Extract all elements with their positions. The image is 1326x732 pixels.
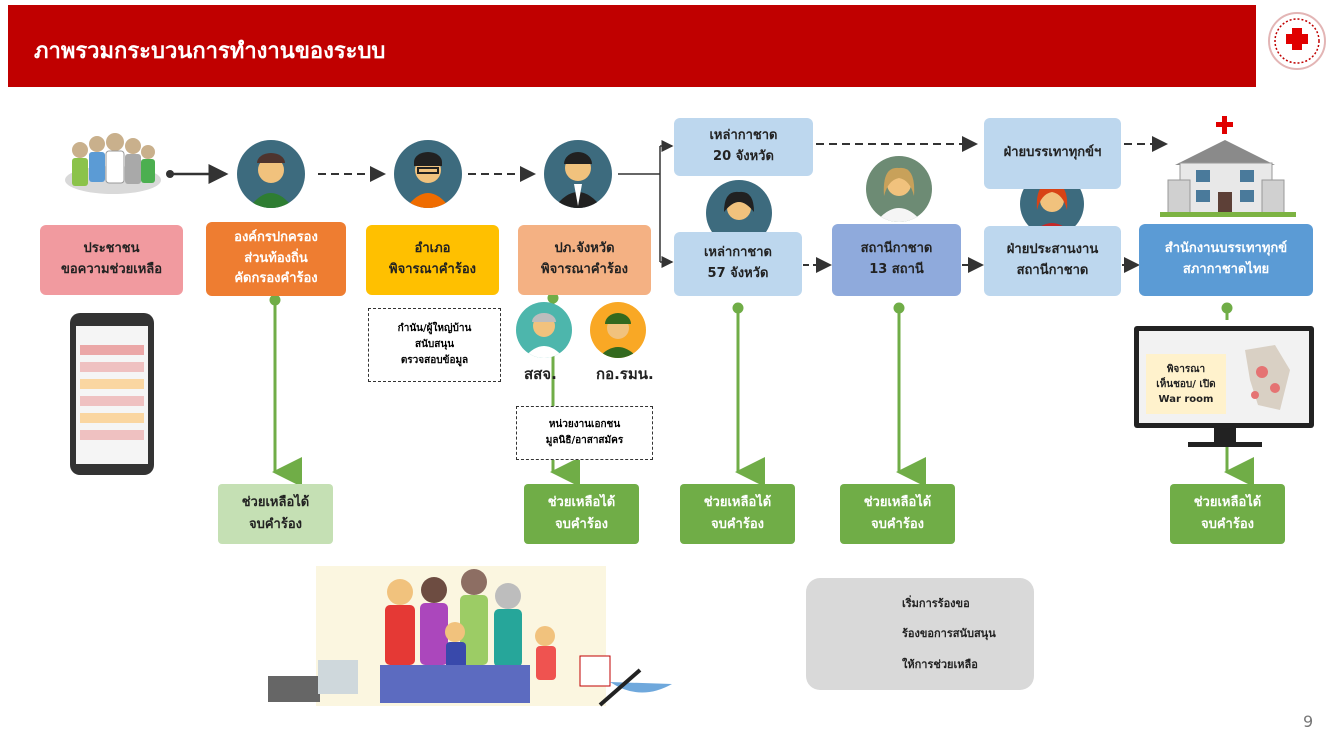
- relief-bureau-box: สำนักงานบรรเทาทุกข์สภากาชาดไทย: [1139, 224, 1313, 296]
- help-complete-box-station: ช่วยเหลือได้จบคำร้อง: [840, 484, 955, 544]
- legend: เริ่มการร้องขอ ร้องขอการสนับสนุน ให้การช…: [806, 578, 1034, 690]
- doctor-avatar: [516, 302, 572, 358]
- province-officer-avatar: [544, 140, 612, 208]
- title-banner: ภาพรวมกระบวนการทำงานของระบบ: [8, 5, 1256, 87]
- soldier-avatar: [590, 302, 646, 358]
- hospital-building-icon: [1160, 116, 1296, 217]
- isoc-label: กอ.รมน.: [596, 365, 654, 383]
- citizen-request-box: ประชาชนขอความช่วยเหลือ: [40, 225, 183, 295]
- district-box: อำเภอพิจารณาคำร้อง: [366, 225, 499, 295]
- health-office-label: สสจ.: [524, 365, 557, 383]
- district-officer-avatar: [394, 140, 462, 208]
- phone-app-illustration: [70, 313, 154, 475]
- help-complete-box-red-cross: ช่วยเหลือได้จบคำร้อง: [680, 484, 795, 544]
- family-illustration: [268, 566, 672, 707]
- coordination-division-box: ฝ่ายประสานงานสถานีกาชาด: [984, 226, 1121, 296]
- help-complete-box-local: ช่วยเหลือได้จบคำร้อง: [218, 484, 333, 544]
- relief-division-box: ฝ่ายบรรเทาทุกข์ฯ: [984, 118, 1121, 189]
- red-cross-logo: [1268, 12, 1326, 70]
- legend-start-request: เริ่มการร้องขอ: [902, 597, 970, 610]
- station-staff-avatar: [866, 156, 932, 222]
- crowd-icon: [65, 133, 161, 194]
- page-title: ภาพรวมกระบวนการทำงานของระบบ: [34, 39, 386, 64]
- legend-support-request: ร้องขอการสนับสนุน: [902, 627, 996, 640]
- village-leader-note: กำนัน/ผู้ใหญ่บ้านสนับสนุนตรวจสอบข้อมูล: [368, 308, 501, 382]
- private-agency-note: หน่วยงานเอกชนมูลนิธิ/อาสาสมัคร: [516, 406, 653, 460]
- help-complete-box-province: ช่วยเหลือได้จบคำร้อง: [524, 484, 639, 544]
- legend-assistance: ให้การช่วยเหลือ: [902, 658, 978, 671]
- local-official-avatar: [237, 140, 305, 208]
- province-box: ปภ.จังหวัดพิจารณาคำร้อง: [518, 225, 651, 295]
- page-number: 9: [1303, 712, 1314, 731]
- local-government-box: องค์กรปกครองส่วนท้องถิ่นคัดกรองคำร้อง: [206, 222, 346, 296]
- help-complete-box-bureau: ช่วยเหลือได้จบคำร้อง: [1170, 484, 1285, 544]
